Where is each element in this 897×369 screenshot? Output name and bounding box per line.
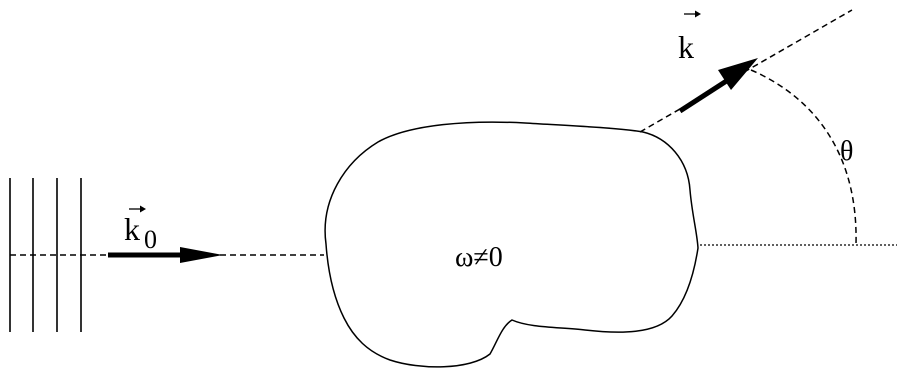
incident-k-subscript: 0 (144, 225, 157, 254)
incident-k-symbol: k (124, 211, 140, 247)
scattered-arrow (678, 58, 758, 114)
incident-wavevector-label: k 0 (124, 205, 157, 254)
scattered-k-symbol: k (678, 29, 694, 65)
scatterer-region (324, 121, 699, 368)
incident-arrowhead (180, 247, 223, 263)
angle-label: θ (840, 136, 853, 167)
angle-arc (750, 69, 857, 245)
region-label: ω≠0 (455, 242, 503, 273)
scattered-arrowhead (718, 58, 758, 90)
scattered-wavevector-label: k (678, 10, 701, 65)
incident-arrow (108, 247, 223, 263)
